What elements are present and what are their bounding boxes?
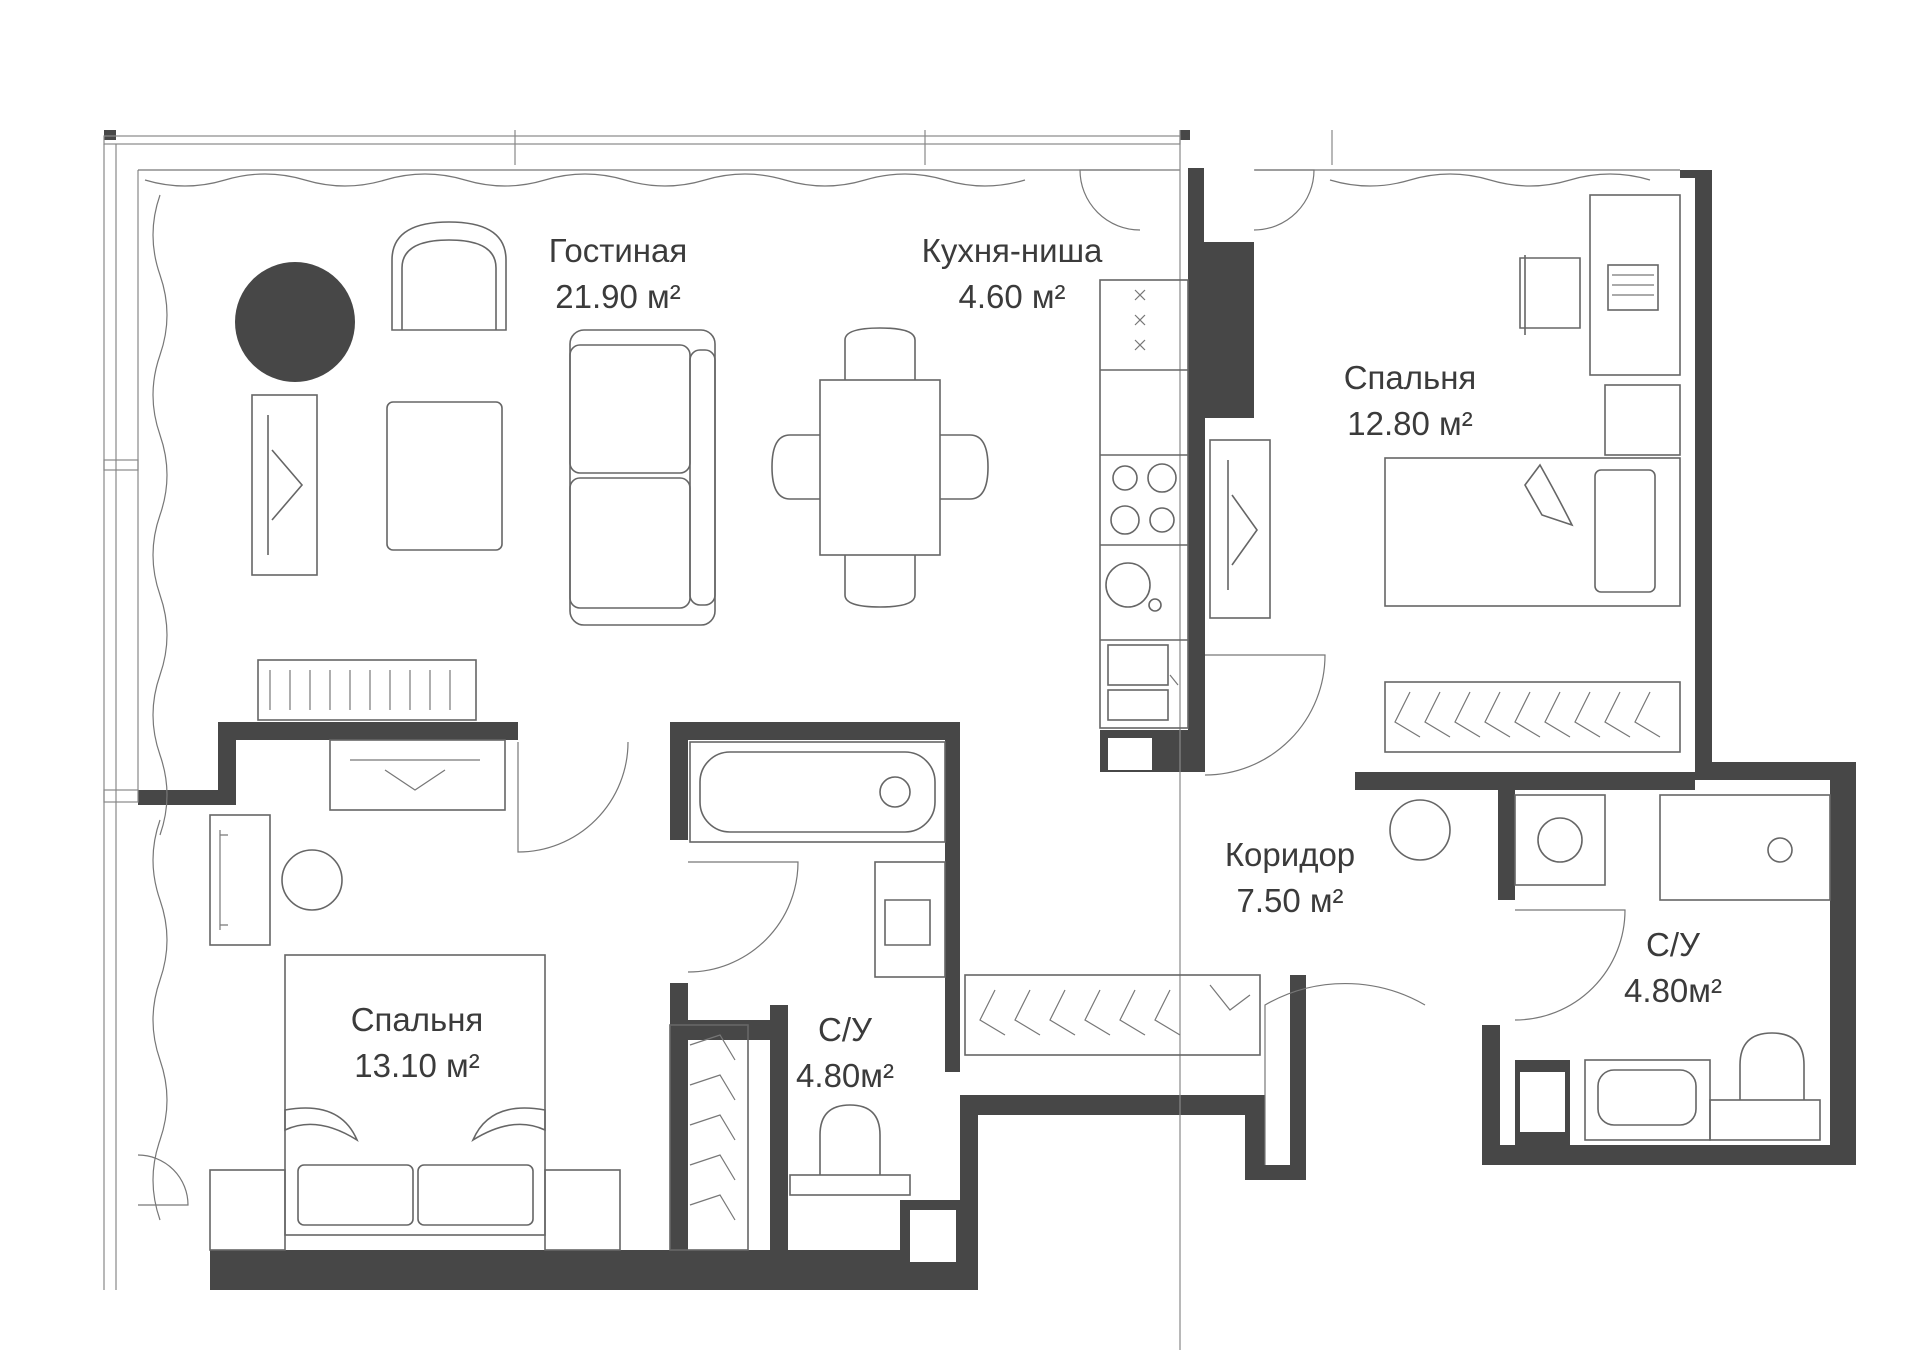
bath2-toilet-icon xyxy=(1709,1032,1821,1141)
room-label-kitchen: Кухня-ниша 4.60 м² xyxy=(922,228,1103,320)
double-bed-icon xyxy=(209,954,621,1251)
door-bath2 xyxy=(1514,909,1626,1021)
bedroom2-furniture xyxy=(209,739,749,1251)
sofa-icon xyxy=(569,329,716,626)
bath1-toilet-icon xyxy=(789,1104,911,1196)
room-area: 4.80м² xyxy=(796,1057,894,1094)
room-name: Спальня xyxy=(350,1001,484,1038)
shoe-cabinet-icon xyxy=(1209,439,1271,619)
room-label-bedroom1: Спальня 12.80 м² xyxy=(1344,355,1477,447)
room-label-corridor: Коридор 7.50 м² xyxy=(1225,832,1355,924)
kitchen-furniture xyxy=(1099,279,1189,729)
door-bath1 xyxy=(687,861,799,973)
bedside-table-icon xyxy=(1604,384,1681,456)
hood-icon xyxy=(1134,289,1146,351)
round-table-icon xyxy=(235,262,355,382)
room-label-bath2: С/У 4.80м² xyxy=(1624,922,1722,1014)
facade-windows xyxy=(103,130,1680,1350)
bath1-sink-icon xyxy=(874,861,946,978)
walls xyxy=(104,130,1856,1290)
room-name: С/У xyxy=(818,1011,872,1048)
cooktop-icon xyxy=(1110,463,1177,535)
bath1-fixtures xyxy=(689,741,946,1196)
desk-icon xyxy=(1589,194,1681,376)
door-balcony-left xyxy=(1079,169,1141,231)
wardrobe-icon xyxy=(1384,681,1681,753)
bath2-washer-icon xyxy=(1514,794,1606,886)
radiator-icon xyxy=(257,659,477,721)
room-label-living: Гостиная 21.90 м² xyxy=(549,228,688,320)
armchair-icon xyxy=(391,221,507,331)
bedroom1-furniture xyxy=(1209,194,1681,753)
shower-icon xyxy=(1659,794,1831,901)
corridor-furniture xyxy=(964,799,1451,1056)
bath-drain-icon xyxy=(879,776,911,808)
door-bedroom2-balcony xyxy=(137,1154,189,1206)
monitor-icon xyxy=(1607,264,1659,311)
ottoman-icon xyxy=(386,401,503,551)
room-area: 13.10 м² xyxy=(354,1047,480,1084)
room-name: С/У xyxy=(1646,926,1700,963)
bath2-fixtures xyxy=(1514,794,1831,1141)
pouf-icon xyxy=(281,849,343,911)
desk-chair-icon xyxy=(1519,255,1581,335)
dresser-icon xyxy=(209,814,271,946)
room-area: 7.50 м² xyxy=(1236,882,1344,919)
door-bedroom1 xyxy=(1204,654,1326,776)
room-name: Кухня-ниша xyxy=(921,232,1103,269)
door-balcony-right xyxy=(1253,169,1315,231)
living-furniture xyxy=(235,221,989,721)
dining-table-icon xyxy=(771,327,989,608)
room-name: Гостиная xyxy=(548,232,688,269)
bath2-sink-icon xyxy=(1584,1059,1711,1141)
room-label-bedroom2: Спальня 13.10 м² xyxy=(351,997,484,1089)
doors xyxy=(137,169,1626,1206)
kitchen-sink-icon xyxy=(1107,644,1179,721)
room-name: Коридор xyxy=(1224,836,1356,873)
room-area: 4.60 м² xyxy=(958,278,1066,315)
door-living-bedroom2 xyxy=(517,741,629,853)
tv-cabinet-icon xyxy=(329,739,506,811)
room-area: 12.80 м² xyxy=(1347,405,1473,442)
bed-icon xyxy=(1384,457,1681,607)
room-name: Спальня xyxy=(1343,359,1477,396)
cabinet-icon xyxy=(251,394,318,576)
bedroom2-wardrobe-icon xyxy=(669,1024,749,1251)
room-area: 21.90 м² xyxy=(555,278,681,315)
door-entrance xyxy=(1264,982,1426,1165)
washing-machine-icon xyxy=(1389,799,1451,861)
bathtub-icon xyxy=(689,741,946,843)
room-label-bath1: С/У 4.80м² xyxy=(796,1007,894,1099)
dishwasher-icon xyxy=(1105,562,1162,612)
corridor-wardrobe-icon xyxy=(964,974,1261,1056)
room-area: 4.80м² xyxy=(1624,972,1722,1009)
